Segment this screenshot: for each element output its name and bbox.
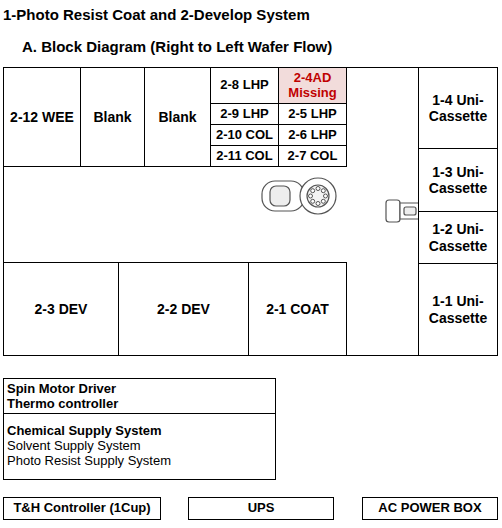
cell-label: 2-5 LHP [288, 107, 336, 122]
frame-outline [4, 68, 498, 356]
robot-detail [324, 194, 328, 198]
main-robot-icon [262, 178, 336, 214]
cassette-cell: 1-3 Uni-Cassette [418, 148, 498, 212]
component-box: Spin Motor DriverThermo controller [3, 378, 276, 415]
cell-label: 2-4AD Missing [282, 71, 344, 101]
cell-label: 1-3 Uni-Cassette [425, 164, 491, 196]
robot-detail [321, 189, 325, 193]
component-label: Chemical Supply System [7, 424, 162, 439]
component-label: Solvent Supply System [7, 439, 141, 454]
cell-label: UPS [248, 501, 275, 516]
component-box: AC POWER BOX [362, 497, 498, 520]
cell-label: 2-1 COAT [266, 301, 329, 317]
cell-label: 2-6 LHP [288, 128, 336, 143]
robot-detail [316, 202, 320, 206]
cassette-cell: 1-2 Uni-Cassette [418, 211, 498, 264]
component-label: Spin Motor Driver [7, 382, 116, 397]
missing-module-cell: 2-4AD Missing [278, 67, 347, 104]
module-cell: 2-10 COL [210, 124, 279, 146]
cell-label: 1-1 Uni-Cassette [425, 293, 491, 325]
module-cell: 2-3 DEV [3, 262, 119, 356]
cassette-cell: 1-4 Uni-Cassette [418, 67, 498, 149]
module-cell: 2-11 COL [210, 145, 279, 167]
component-box: UPS [188, 497, 334, 520]
component-label: Thermo controller [7, 397, 118, 412]
robot-detail [309, 194, 313, 198]
module-cell: 2-2 DEV [118, 262, 249, 356]
robot-detail [311, 189, 315, 193]
cell-label: 2-7 COL [288, 149, 338, 164]
cell-label: 2-8 LHP [220, 78, 268, 93]
module-cell: 2-7 COL [278, 145, 347, 167]
module-cell: 2-6 LHP [278, 124, 347, 146]
robot-detail [316, 187, 320, 191]
module-cell: 2-8 LHP [210, 67, 279, 104]
cell-label: 2-2 DEV [157, 301, 210, 317]
cell-label: 2-10 COL [216, 128, 273, 143]
robot-detail [321, 199, 325, 203]
page-title: 1-Photo Resist Coat and 2-Develop System [3, 6, 310, 23]
blank-cell: Blank [144, 67, 211, 167]
component-label: Photo Resist Supply System [7, 454, 171, 469]
cell-label: 2-11 COL [216, 149, 272, 164]
section-heading: A. Block Diagram (Right to Left Wafer Fl… [22, 38, 332, 55]
cell-label: T&H Controller (1Cup) [13, 501, 150, 516]
module-cell: 2-5 LHP [278, 103, 347, 125]
cell-label: 1-4 Uni-Cassette [425, 92, 491, 124]
cell-label: 1-2 Uni-Cassette [425, 221, 491, 253]
component-box: Chemical Supply SystemSolvent Supply Sys… [3, 413, 276, 480]
module-cell: 2-12 WEE [3, 67, 81, 167]
robot-detail [309, 187, 328, 206]
robot-detail [311, 199, 315, 203]
cell-label: AC POWER BOX [378, 501, 481, 516]
cassette-cell: 1-1 Uni-Cassette [418, 263, 498, 356]
cell-label: 2-3 DEV [35, 301, 88, 317]
blank-cell: Blank [80, 67, 145, 167]
module-cell: 2-1 COAT [248, 262, 347, 356]
cell-label: 2-12 WEE [10, 109, 74, 125]
cell-label: 2-9 LHP [220, 107, 268, 122]
module-cell: 2-9 LHP [210, 103, 279, 125]
cell-label: Blank [158, 109, 196, 125]
component-box: T&H Controller (1Cup) [3, 497, 161, 520]
cell-label: Blank [93, 109, 131, 125]
